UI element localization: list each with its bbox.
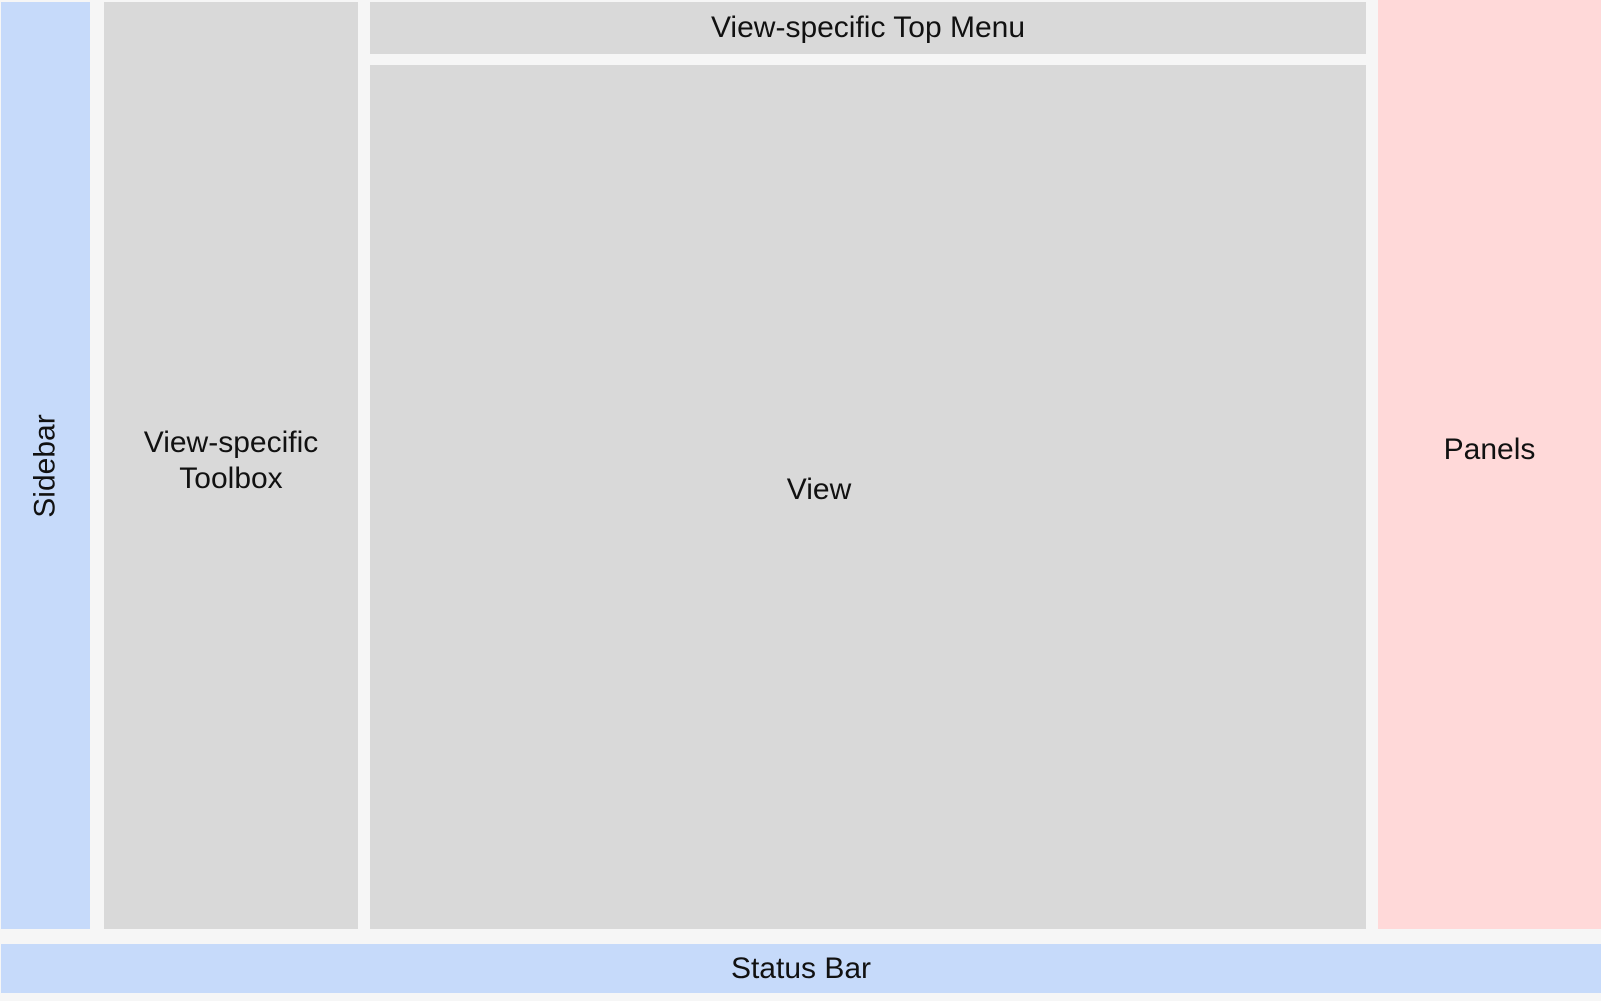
status-bar-region: Status Bar bbox=[1, 944, 1601, 993]
view-specific-top-menu-region: View-specific Top Menu bbox=[370, 2, 1366, 54]
view-label: View bbox=[786, 473, 852, 506]
sidebar-region: Sidebar bbox=[1, 2, 90, 929]
sidebar-label: Sidebar bbox=[28, 413, 62, 518]
panels-label: Panels bbox=[1443, 432, 1536, 466]
view-region: View bbox=[370, 65, 1366, 929]
top-menu-label: View-specific Top Menu bbox=[710, 11, 1026, 44]
panels-region: Panels bbox=[1378, 0, 1601, 929]
status-bar-label: Status Bar bbox=[730, 951, 872, 985]
view-specific-toolbox-region: View-specific Toolbox bbox=[104, 2, 358, 929]
toolbox-label: View-specific Toolbox bbox=[143, 425, 319, 495]
